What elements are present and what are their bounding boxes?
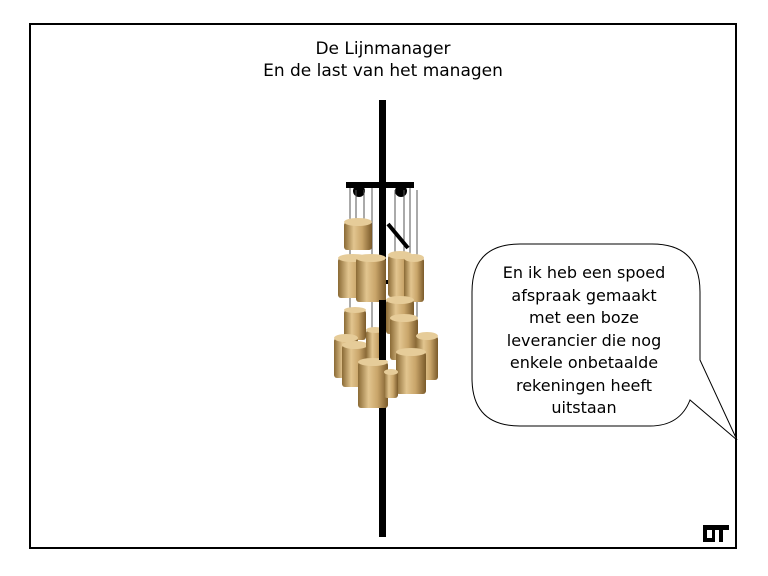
bubble-line-2: afspraak gemaakt xyxy=(511,285,657,305)
title-line-1: De Lijnmanager xyxy=(315,39,451,59)
weight xyxy=(384,369,398,398)
weight xyxy=(404,254,424,302)
weight xyxy=(344,218,372,250)
weight xyxy=(356,254,386,302)
bubble-line-6: rekeningen heeft xyxy=(515,375,652,395)
crossbar xyxy=(346,182,414,188)
weight xyxy=(396,348,426,394)
weights-group xyxy=(334,218,438,408)
logo-mark-icon xyxy=(703,525,729,542)
bubble-line-4: leverancier die nog xyxy=(506,330,662,350)
lever-bar xyxy=(386,222,410,250)
bubble-line-1: En ik heb een spoed xyxy=(502,263,666,282)
title-line-2: En de last van het managen xyxy=(263,61,503,81)
bubble-line-5: enkele onbetaalde xyxy=(509,353,659,372)
weight xyxy=(344,307,366,340)
comic-title: De Lijnmanager En de last van het manage… xyxy=(29,38,737,82)
bubble-line-3: met een boze xyxy=(529,308,639,327)
bubble-line-7: uitstaan xyxy=(551,398,617,417)
speech-bubble-text: En ik heb een spoed afspraak gemaakt met… xyxy=(476,262,692,420)
